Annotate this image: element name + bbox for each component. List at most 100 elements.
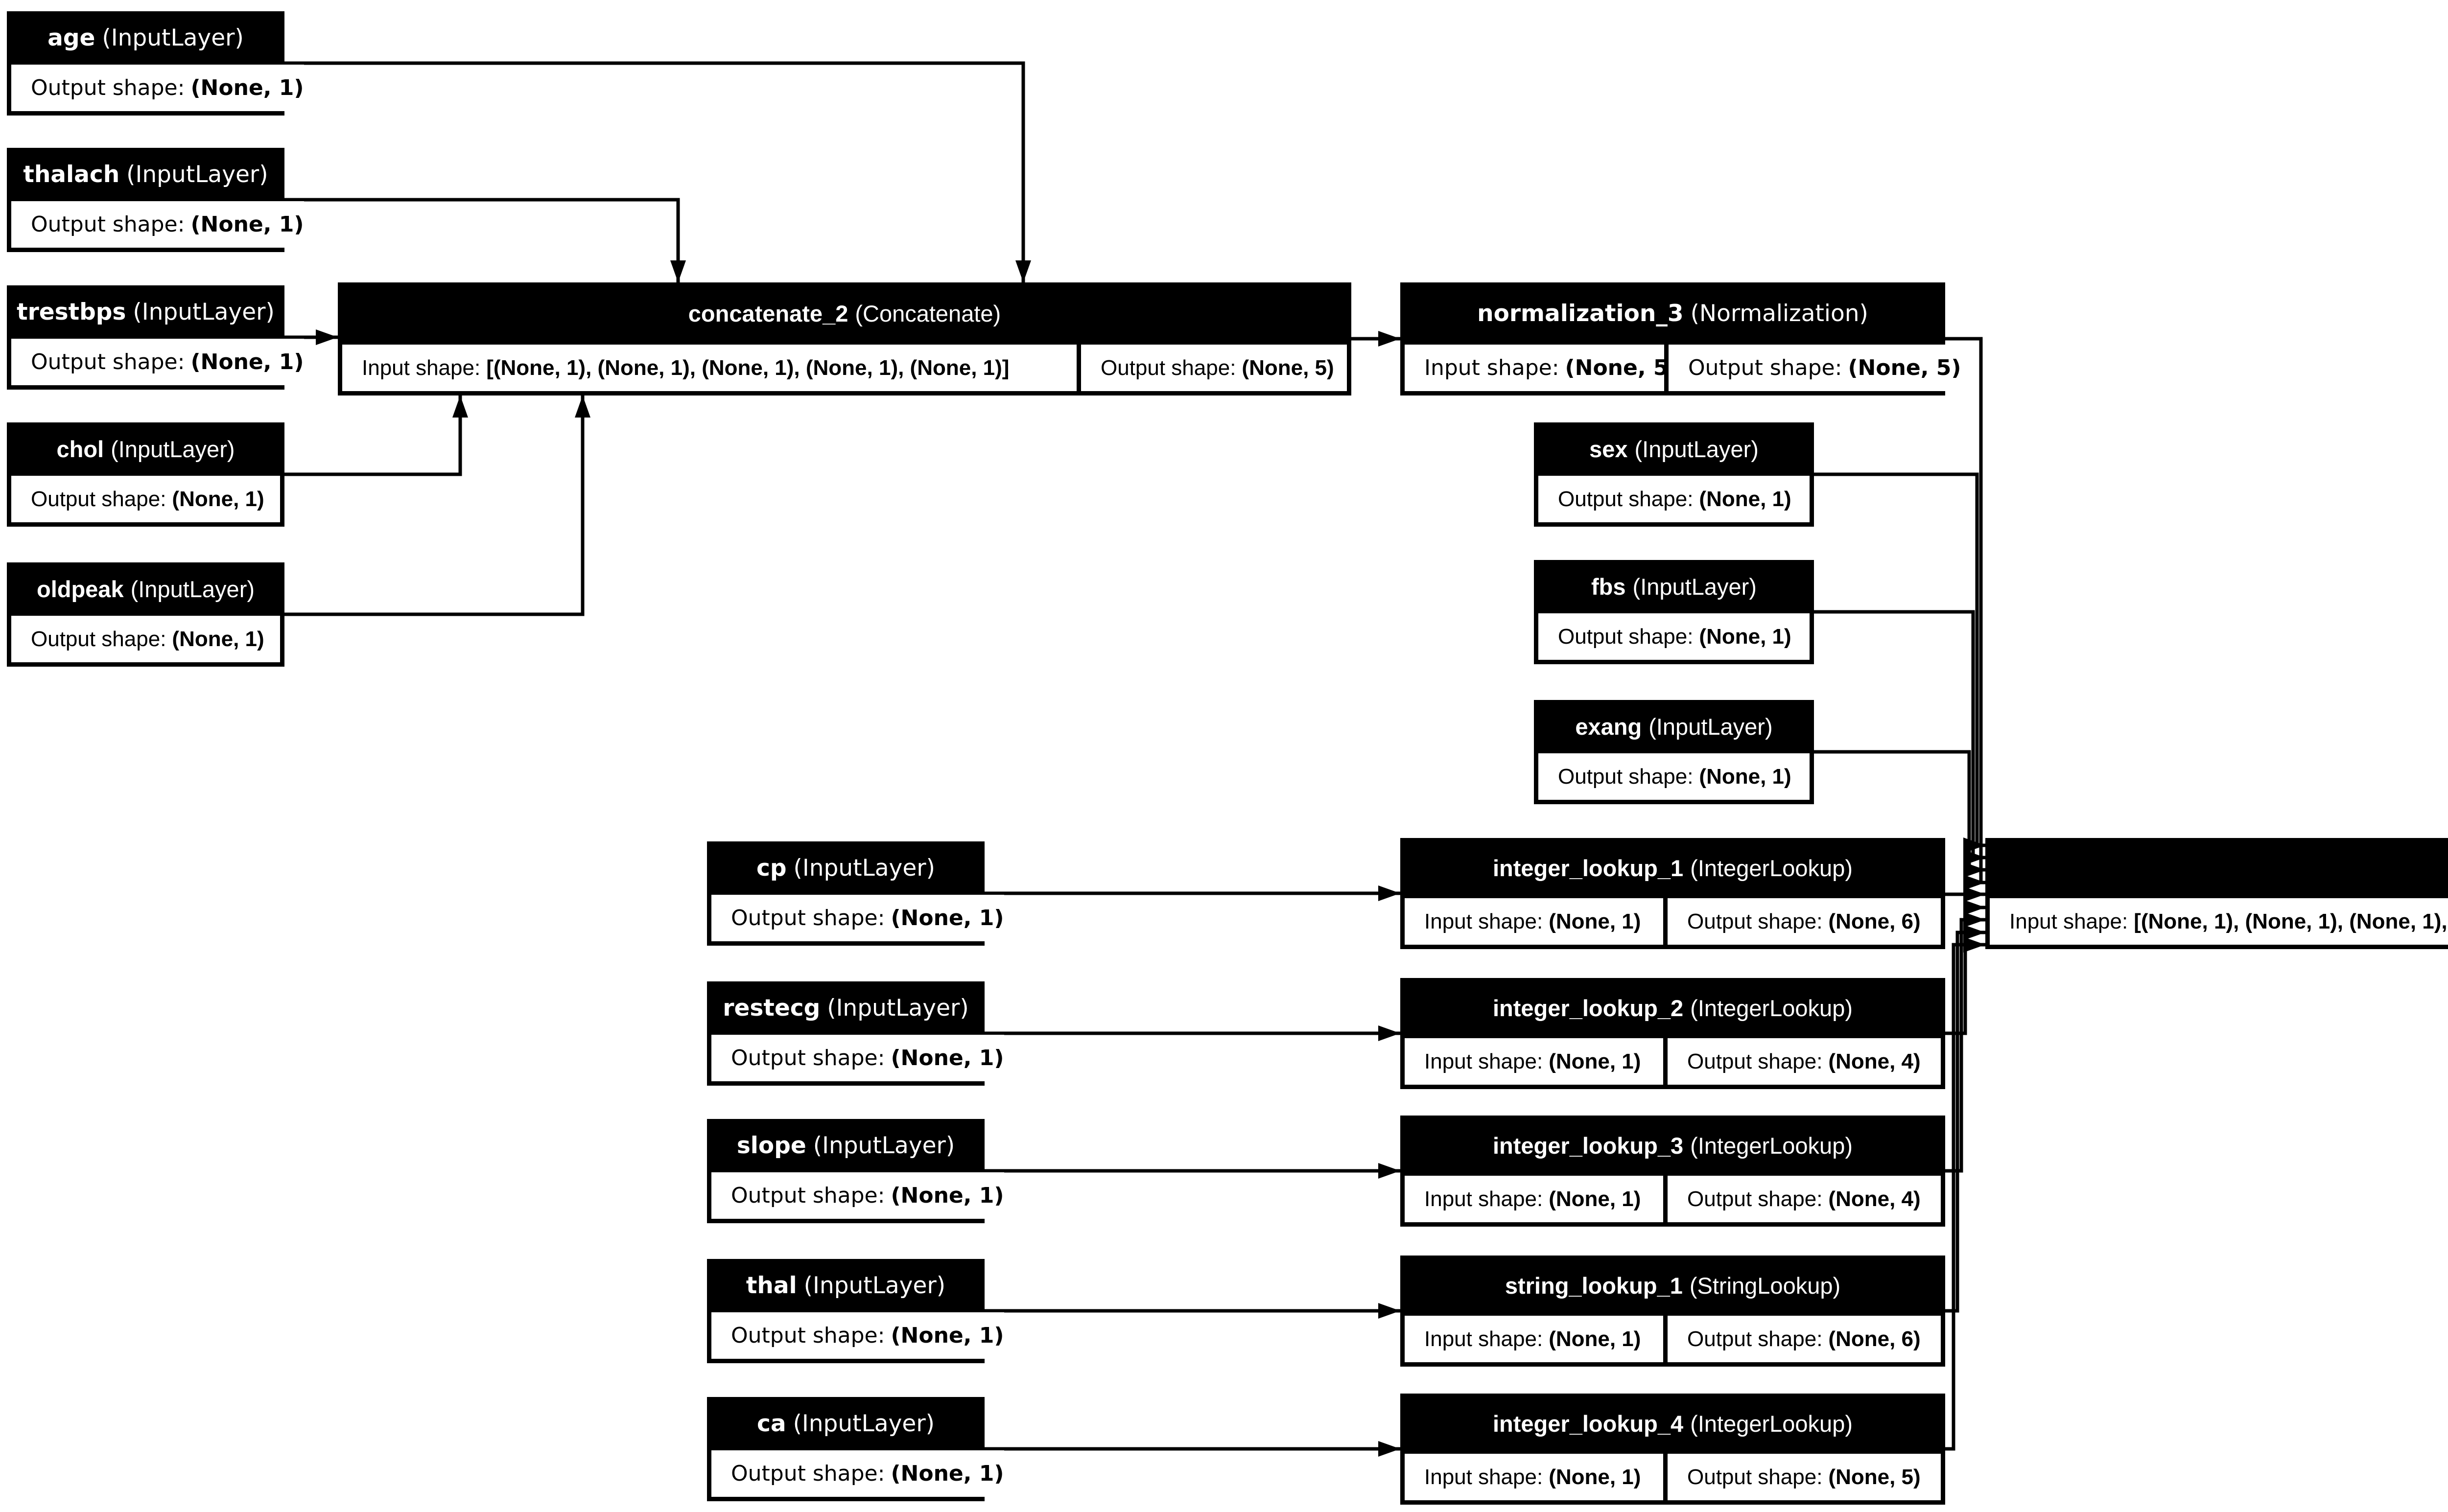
output-shape-label: Output shape:	[1558, 624, 1694, 649]
output-shape-label: Output shape:	[731, 1045, 885, 1070]
layer-node-body: Output shape:(None, 1)	[11, 476, 280, 522]
layer-node-header: cp(InputLayer)	[707, 841, 985, 895]
layer-node-trestbps: trestbps(InputLayer)Output shape:(None, …	[7, 285, 304, 390]
paren-open: (	[1632, 574, 1641, 600]
output-shape-cell: Output shape:(None, 1)	[1538, 613, 1810, 660]
output-shape-value: (None, 1)	[172, 487, 264, 511]
layer-type-name: InputLayer	[813, 1272, 937, 1299]
layer-name: integer_lookup_4	[1493, 1411, 1684, 1437]
input-shape-cell: Input shape:(None, 1)	[1405, 1176, 1663, 1222]
input-shape-cell: Input shape:(None, 5)	[1405, 345, 1678, 391]
layer-name: integer_lookup_3	[1493, 1133, 1684, 1159]
layer-node-header: integer_lookup_3 (IntegerLookup)	[1400, 1116, 1945, 1176]
layer-node-header: concatenate_2(Concatenate)	[338, 282, 1351, 345]
paren-open: (	[803, 1272, 813, 1299]
output-shape-cell: Output shape:(None, 1)	[711, 1312, 1004, 1359]
output-shape-label: Output shape:	[1687, 1186, 1823, 1211]
paren-close: )	[227, 436, 235, 462]
layer-type: (InputLayer)	[126, 163, 268, 186]
output-shape-value: (None, 1)	[172, 627, 264, 651]
layer-type-name: InputLayer	[1642, 436, 1751, 462]
input-shape-value: (None, 1)	[1549, 1326, 1641, 1351]
paren-open: (	[133, 299, 142, 326]
paren-open: (	[1648, 714, 1656, 740]
output-shape-label: Output shape:	[31, 627, 166, 651]
layer-node-header: restecg(InputLayer)	[707, 981, 985, 1035]
layer-node-header: sex(InputLayer)	[1534, 422, 1814, 476]
edge-string_lookup_1-to-concatenate_3	[1945, 925, 1985, 1313]
paren-open: (	[1689, 1273, 1697, 1299]
layer-type: (InputLayer)	[804, 1274, 945, 1297]
layer-node-slope: slope(InputLayer)Output shape:(None, 1)	[707, 1119, 1004, 1223]
layer-node-concatenate_3: concatenate_3(Concatenate)Input shape:[(…	[1985, 838, 2448, 949]
layer-name: integer_lookup_1	[1493, 855, 1684, 881]
layer-node-restecg: restecg(InputLayer) Output shape:(None, 1…	[707, 981, 1004, 1086]
input-shape-cell: Input shape:(None, 1)	[1405, 898, 1663, 945]
layer-type: (Normalization)	[1691, 302, 1868, 325]
layer-node-body: Input shape:(None, 5)Output shape:(None,…	[1405, 345, 1961, 391]
layer-type: (InputLayer)	[102, 26, 243, 49]
paren-close: )	[1845, 855, 1853, 881]
layer-name: slope	[736, 1132, 806, 1159]
paren-close: )	[1845, 1133, 1853, 1159]
paren-open: (	[827, 995, 836, 1022]
layer-type-name: InputLayer	[1656, 714, 1765, 740]
layer-node-body: Input shape:[(None, 1), (None, 1), (None…	[1990, 898, 2448, 945]
layer-node-thalach: thalach(InputLayer)Output shape:(None, 1…	[7, 148, 304, 252]
layer-type-name: IntegerLookup	[1697, 1411, 1845, 1437]
layer-node-body: Output shape:(None, 1)	[11, 616, 280, 662]
layer-node-body: Output shape:(None, 1)	[11, 65, 304, 111]
output-shape-label: Output shape:	[1687, 1465, 1823, 1489]
paren-open: (	[1690, 1133, 1698, 1159]
layer-type-name: InputLayer	[118, 436, 227, 462]
input-shape-label: Input shape:	[1424, 1186, 1543, 1211]
input-shape-value: (None, 1)	[1549, 1186, 1641, 1211]
paren-close: )	[265, 299, 275, 326]
output-shape-label: Output shape:	[1687, 909, 1823, 933]
paren-open: (	[126, 161, 136, 188]
layer-node-header: integer_lookup_4(IntegerLookup)	[1400, 1394, 1945, 1454]
layer-type-name: Normalization	[1699, 300, 1860, 327]
output-shape-cell: Output shape:(None, 4)	[1668, 1038, 1941, 1085]
layer-type: (IntegerLookup)	[1690, 997, 1853, 1020]
input-shape-label: Input shape:	[1424, 355, 1559, 380]
layer-type-name: InputLayer	[138, 576, 247, 602]
layer-node-body: Output shape:(None, 1)	[1538, 476, 1810, 522]
edge-chol-to-concatenate_2	[284, 395, 468, 476]
layer-name: chol	[56, 436, 104, 462]
output-shape-cell: Output shape:(None, 1)	[11, 65, 304, 111]
edge-fbs-to-concatenate_3	[1814, 610, 1985, 865]
output-shape-value: (None, 6)	[1828, 909, 1921, 933]
output-shape-value: (None, 1)	[1699, 487, 1791, 511]
paren-open: (	[1690, 300, 1699, 327]
layer-node-body: Output shape:(None, 1)	[11, 339, 304, 385]
output-shape-cell: Output shape:(None, 6)	[1668, 898, 1941, 945]
layer-type: (InputLayer)	[827, 997, 968, 1020]
output-shape-label: Output shape:	[731, 1323, 885, 1348]
paren-close: )	[1833, 1273, 1841, 1299]
paren-close: )	[1765, 714, 1773, 740]
layer-node-sex: sex(InputLayer)Output shape:(None, 1)	[1534, 422, 1814, 527]
layer-node-ca: ca(InputLayer)Output shape:(None, 1)	[707, 1397, 1004, 1501]
layer-node-body: Input shape:(None, 1)Output shape:(None,…	[1405, 1038, 1941, 1085]
output-shape-value: (None, 5)	[1848, 355, 1961, 380]
input-shape-label: Input shape:	[2009, 909, 2128, 933]
layer-type: (IntegerLookup)	[1690, 1134, 1853, 1157]
paren-open: (	[111, 436, 118, 462]
layer-node-integer_lookup_2: integer_lookup_2(IntegerLookup)Input sha…	[1400, 978, 1945, 1089]
output-shape-cell: Output shape:(None, 4)	[1668, 1176, 1941, 1222]
paren-close: )	[1845, 995, 1853, 1021]
paren-open: (	[813, 1132, 823, 1159]
edge-integer_lookup_4-to-concatenate_3	[1945, 937, 1985, 1451]
input-shape-cell: Input shape:(None, 1)	[1405, 1038, 1663, 1085]
layer-node-body: Input shape:[(None, 1), (None, 1), (None…	[342, 345, 1347, 391]
layer-type: (InputLayer)	[793, 1412, 935, 1435]
output-shape-value: (None, 1)	[891, 1045, 1004, 1070]
input-shape-cell: Input shape:[(None, 1), (None, 1), (None…	[342, 345, 1077, 391]
paren-open: (	[102, 24, 111, 51]
input-shape-label: Input shape:	[1424, 1326, 1543, 1351]
output-shape-value: (None, 4)	[1828, 1049, 1921, 1073]
layer-node-body: Input shape:(None, 1)Output shape:(None,…	[1405, 1454, 1941, 1500]
paren-close: )	[1859, 300, 1868, 327]
output-shape-value: (None, 1)	[891, 1461, 1004, 1486]
